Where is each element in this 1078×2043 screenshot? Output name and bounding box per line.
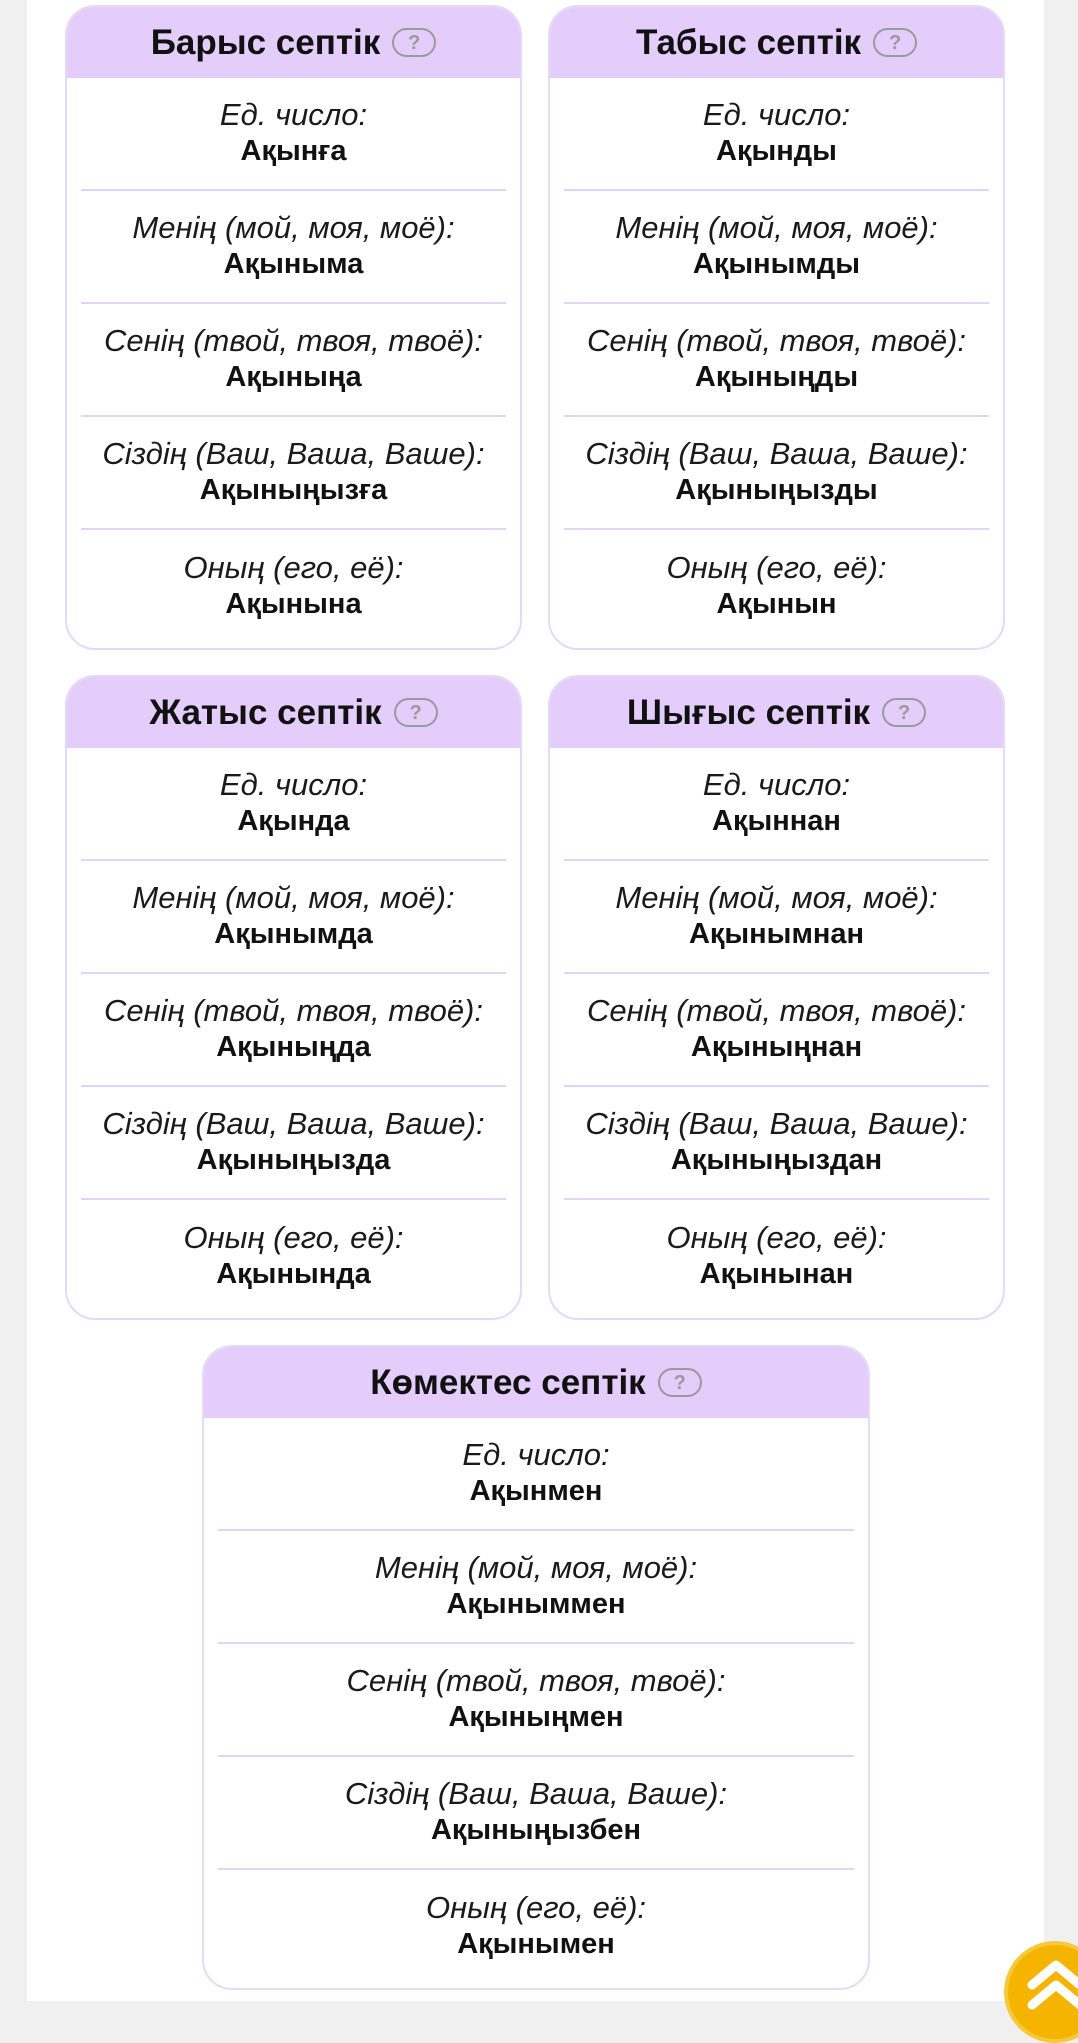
form-value: Ақыныңды <box>694 361 859 394</box>
form-label: Менің (мой, моя, моё): <box>132 880 455 916</box>
help-icon[interactable]: ? <box>873 28 918 57</box>
form-label: Менің (мой, моя, моё): <box>374 1550 698 1586</box>
case-card-komektes: Көмектес септік ? Ед. число:Ақынмен Мені… <box>202 1345 870 1990</box>
case-card-header: Барыс септік ? <box>67 7 520 78</box>
form-row: Сенің (твой, твоя, твоё):Ақыныңнан <box>564 974 989 1087</box>
help-icon[interactable]: ? <box>392 28 437 57</box>
case-card-header: Табыс септік ? <box>550 7 1003 78</box>
form-value: Ақыннан <box>712 805 841 838</box>
form-value: Ақынымен <box>457 1928 615 1961</box>
form-row: Сенің (твой, твоя, твоё):Ақыныңмен <box>218 1644 854 1757</box>
form-row: Сіздің (Ваш, Ваша, Ваше):Ақыныңызбен <box>218 1757 854 1870</box>
form-label: Оның (его, её): <box>183 550 404 586</box>
form-row: Сіздің (Ваш, Ваша, Ваше):Ақыныңызды <box>564 417 989 530</box>
form-row: Менің (мой, моя, моё):Ақынымда <box>81 861 506 974</box>
form-label: Ед. число: <box>219 767 368 803</box>
case-card-title: Шығыс септік <box>626 692 871 732</box>
form-label: Сенің (твой, твоя, твоё): <box>103 993 483 1029</box>
form-label: Ед. число: <box>702 767 851 803</box>
form-label: Менің (мой, моя, моё): <box>615 210 938 246</box>
form-label: Менің (мой, моя, моё): <box>615 880 938 916</box>
form-label: Ед. число: <box>702 97 851 133</box>
form-value: Ақыныма <box>223 248 364 281</box>
form-row: Менің (мой, моя, моё):Ақынымнан <box>564 861 989 974</box>
form-value: Ақыныңызда <box>196 1144 391 1177</box>
form-value: Ақыныммен <box>446 1588 626 1621</box>
form-value: Ақынымда <box>214 918 373 951</box>
form-label: Сіздің (Ваш, Ваша, Ваше): <box>585 436 968 472</box>
case-card-shygys: Шығыс септік ? Ед. число:Ақыннан Менің (… <box>548 675 1005 1320</box>
form-value: Ақынынан <box>699 1258 854 1291</box>
form-label: Сенің (твой, твоя, твоё): <box>586 323 966 359</box>
case-card-header: Шығыс септік ? <box>550 677 1003 748</box>
form-label: Ед. число: <box>219 97 368 133</box>
form-value: Ақыныңнан <box>690 1031 863 1064</box>
case-card-title: Жатыс септік <box>149 692 382 732</box>
case-card-title: Барыс септік <box>150 22 381 62</box>
form-row: Ед. число:Ақынмен <box>218 1418 854 1531</box>
form-row: Оның (его, её):Ақынын <box>564 530 989 643</box>
form-label: Сіздің (Ваш, Ваша, Ваше): <box>102 1106 485 1142</box>
form-label: Оның (его, её): <box>183 1220 404 1256</box>
form-value: Ақынмен <box>469 1475 603 1508</box>
form-value: Ақыныңызға <box>199 474 388 507</box>
form-value: Ақында <box>237 805 350 838</box>
form-value: Ақынын <box>716 588 837 621</box>
form-value: Ақынға <box>240 135 347 168</box>
form-value: Ақынды <box>716 135 837 168</box>
help-icon[interactable]: ? <box>882 698 927 727</box>
case-card-title: Көмектес септік <box>370 1362 646 1402</box>
case-card-header: Жатыс септік ? <box>67 677 520 748</box>
form-value: Ақыныңызды <box>675 474 878 507</box>
form-label: Сіздің (Ваш, Ваша, Ваше): <box>102 436 485 472</box>
form-row: Менің (мой, моя, моё):Ақынымды <box>564 191 989 304</box>
case-card-barys: Барыс септік ? Ед. число:Ақынға Менің (м… <box>65 5 522 650</box>
form-label: Сенің (твой, твоя, твоё): <box>586 993 966 1029</box>
form-row: Ед. число:Ақында <box>81 748 506 861</box>
form-row: Менің (мой, моя, моё):Ақыныма <box>81 191 506 304</box>
form-value: Ақынына <box>225 588 362 621</box>
form-row: Ед. число:Ақынға <box>81 78 506 191</box>
form-label: Сенің (твой, твоя, твоё): <box>103 323 483 359</box>
case-card-header: Көмектес септік ? <box>204 1347 868 1418</box>
form-label: Сіздің (Ваш, Ваша, Ваше): <box>585 1106 968 1142</box>
form-row: Сіздің (Ваш, Ваша, Ваше):Ақыныңызға <box>81 417 506 530</box>
form-row: Оның (его, её):Ақынында <box>81 1200 506 1313</box>
form-label: Менің (мой, моя, моё): <box>132 210 455 246</box>
form-value: Ақыныңда <box>216 1031 371 1064</box>
form-value: Ақынымнан <box>688 918 865 951</box>
help-icon[interactable]: ? <box>393 698 438 727</box>
form-row: Сіздің (Ваш, Ваша, Ваше):Ақыныңызда <box>81 1087 506 1200</box>
form-row: Ед. число:Ақыннан <box>564 748 989 861</box>
form-label: Сіздің (Ваш, Ваша, Ваше): <box>344 1776 728 1812</box>
form-label: Оның (его, её): <box>666 1220 887 1256</box>
form-row: Оның (его, её):Ақынымен <box>218 1870 854 1983</box>
chevron-up-icon <box>1027 1960 1078 2010</box>
form-label: Оның (его, её): <box>425 1890 647 1926</box>
form-value: Ақынында <box>216 1258 371 1291</box>
form-row: Менің (мой, моя, моё):Ақыныммен <box>218 1531 854 1644</box>
form-value: Ақынымды <box>692 248 861 281</box>
form-value: Ақыныңмен <box>448 1701 624 1734</box>
help-icon[interactable]: ? <box>657 1368 702 1397</box>
case-card-zhatys: Жатыс септік ? Ед. число:Ақында Менің (м… <box>65 675 522 1320</box>
case-card-title: Табыс септік <box>635 22 862 62</box>
form-row: Ед. число:Ақынды <box>564 78 989 191</box>
form-label: Оның (его, её): <box>666 550 887 586</box>
form-row: Оның (его, её):Ақынына <box>81 530 506 643</box>
form-label: Ед. число: <box>462 1437 610 1473</box>
form-label: Сенің (твой, твоя, твоё): <box>346 1663 726 1699</box>
form-row: Сенің (твой, твоя, твоё):Ақыныңды <box>564 304 989 417</box>
form-value: Ақыныңыздан <box>670 1144 883 1177</box>
form-value: Ақыныңызбен <box>430 1814 642 1847</box>
form-row: Сенің (твой, твоя, твоё):Ақыныңа <box>81 304 506 417</box>
form-value: Ақыныңа <box>225 361 362 394</box>
case-card-tabys: Табыс септік ? Ед. число:Ақынды Менің (м… <box>548 5 1005 650</box>
form-row: Оның (его, её):Ақынынан <box>564 1200 989 1313</box>
form-row: Сіздің (Ваш, Ваша, Ваше):Ақыныңыздан <box>564 1087 989 1200</box>
form-row: Сенің (твой, твоя, твоё):Ақыныңда <box>81 974 506 1087</box>
